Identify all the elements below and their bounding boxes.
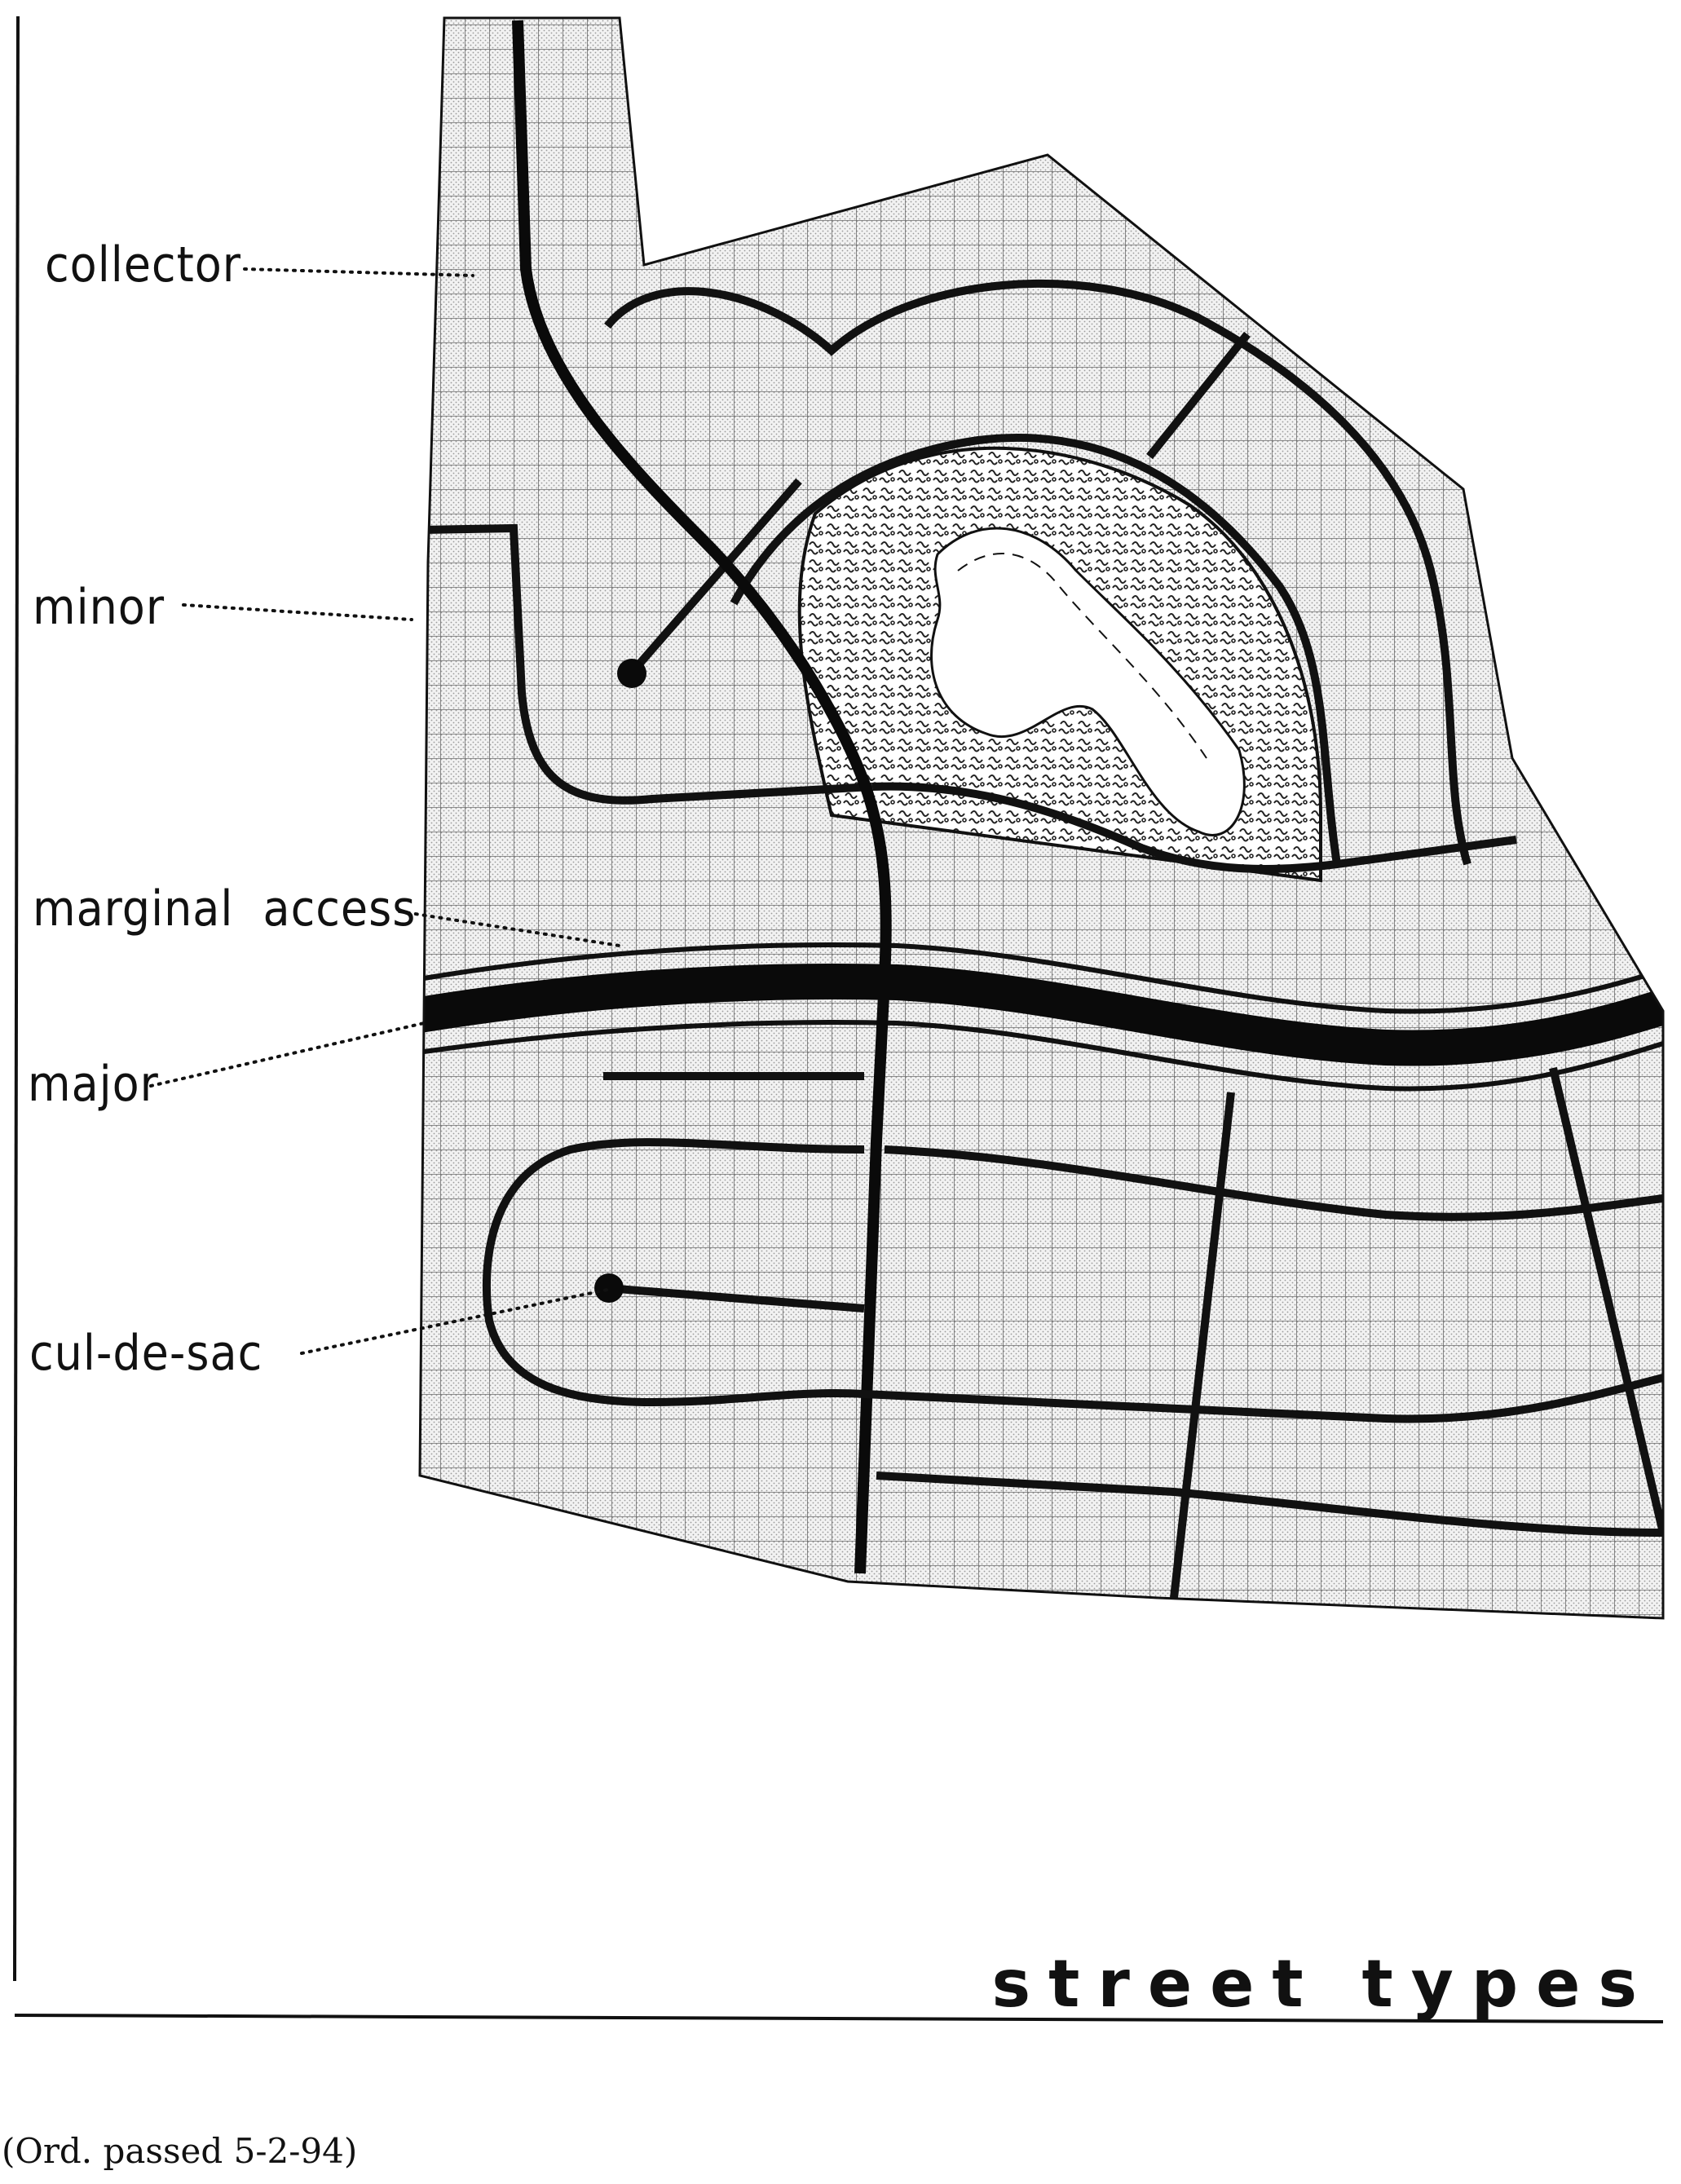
major-leader-line (151, 1023, 424, 1086)
marginal-access-label: marginal access (33, 885, 416, 933)
minor-leader-line (183, 605, 412, 620)
figure-title: street types (992, 1952, 1655, 2017)
cul-de-sac-end-node (594, 1273, 624, 1303)
site-parcel (408, 0, 1681, 1630)
cul-de-sac-label: cul-de-sac (29, 1329, 263, 1378)
left-border-line (15, 16, 18, 1981)
collector-label: collector (45, 240, 241, 289)
major-label: major (28, 1060, 159, 1109)
ordinance-footnote: (Ord. passed 5-2-94) (2, 2134, 357, 2169)
minor-street-end-node (617, 659, 646, 688)
minor-label: minor (33, 583, 165, 632)
